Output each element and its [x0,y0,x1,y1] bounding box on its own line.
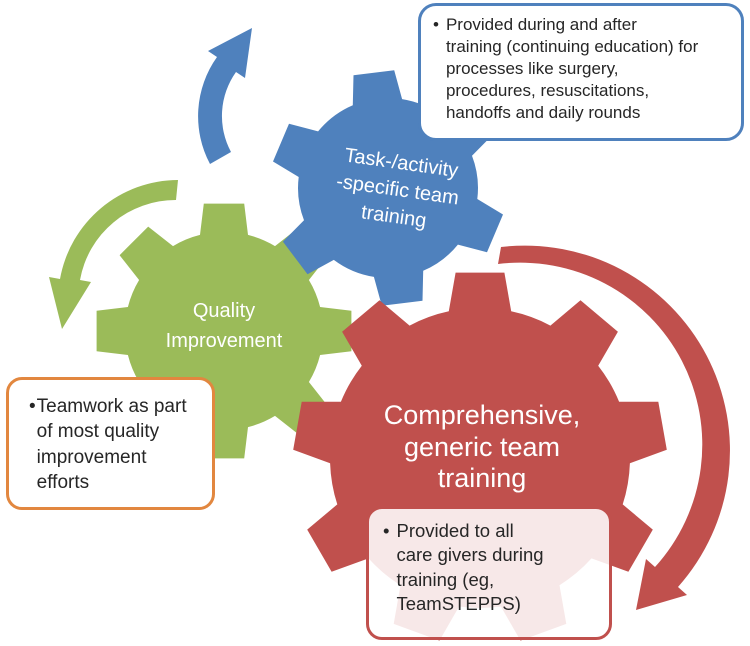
green-curved-arrow [49,180,178,329]
red-curved-arrow [498,245,730,611]
comprehensive-callout: • Provided to all care givers during tra… [366,506,612,640]
blue-curved-arrow [198,28,252,164]
task-callout: • Provided during and after training (co… [418,3,744,141]
quality-callout-text: Teamwork as part of most quality improve… [36,396,187,493]
task-callout-text: Provided during and after training (cont… [445,15,699,122]
bullet-icon: • [433,15,439,34]
bullet-icon: • [383,520,390,541]
quality-callout: • Teamwork as part of most quality impro… [6,377,215,510]
bullet-icon: • [29,396,36,417]
comprehensive-callout-text: Provided to all care givers during train… [396,520,544,615]
